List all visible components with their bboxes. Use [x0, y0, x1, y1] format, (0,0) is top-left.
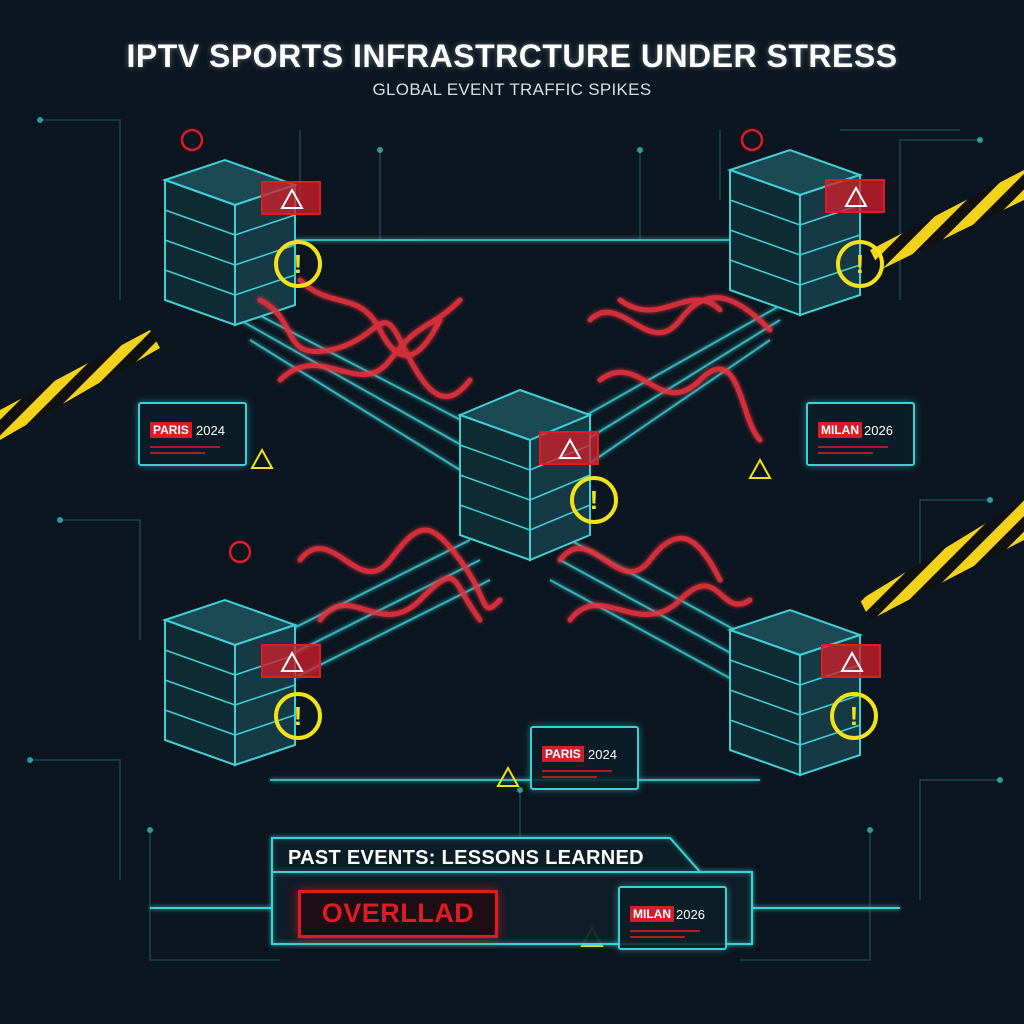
event-city: PARIS	[150, 422, 192, 438]
event-year: 2026	[676, 907, 705, 922]
overload-label: OVERLLAD	[321, 898, 475, 928]
page-title: IPTV SPORTS INFRASTRCTURE UNDER STRESS	[126, 38, 898, 74]
svg-text:!: !	[590, 485, 599, 515]
overload-badge: OVERLLAD	[298, 890, 498, 938]
warning-triangle-icon	[261, 179, 885, 678]
event-card: MILAN 2026	[806, 402, 915, 466]
server-icon	[457, 388, 593, 562]
server-icon	[726, 608, 864, 777]
event-city: PARIS	[542, 746, 584, 762]
event-card: MILAN 2026	[618, 886, 727, 950]
event-city: MILAN	[818, 422, 862, 438]
server-icon	[161, 598, 299, 767]
event-city: MILAN	[630, 906, 674, 922]
server-icon	[161, 158, 299, 327]
exclamation-circle-icon	[274, 240, 884, 740]
lessons-heading: PAST EVENTS: LESSONS LEARNED	[288, 847, 644, 869]
svg-text:!: !	[294, 701, 303, 731]
svg-text:!: !	[856, 249, 865, 279]
alert-circle-icon	[180, 128, 764, 564]
event-card: PARIS 2024	[138, 402, 247, 466]
traffic-spike	[257, 277, 773, 623]
svg-text:!: !	[850, 701, 859, 731]
page-subtitle: GLOBAL EVENT TRAFFIC SPIKES	[372, 80, 652, 99]
server-icon	[726, 148, 864, 317]
svg-text:!: !	[294, 249, 303, 279]
event-card: PARIS 2024	[530, 726, 639, 790]
event-year: 2026	[864, 423, 893, 438]
event-year: 2024	[588, 747, 617, 762]
caution-tape	[0, 170, 1024, 620]
event-year: 2024	[196, 423, 225, 438]
